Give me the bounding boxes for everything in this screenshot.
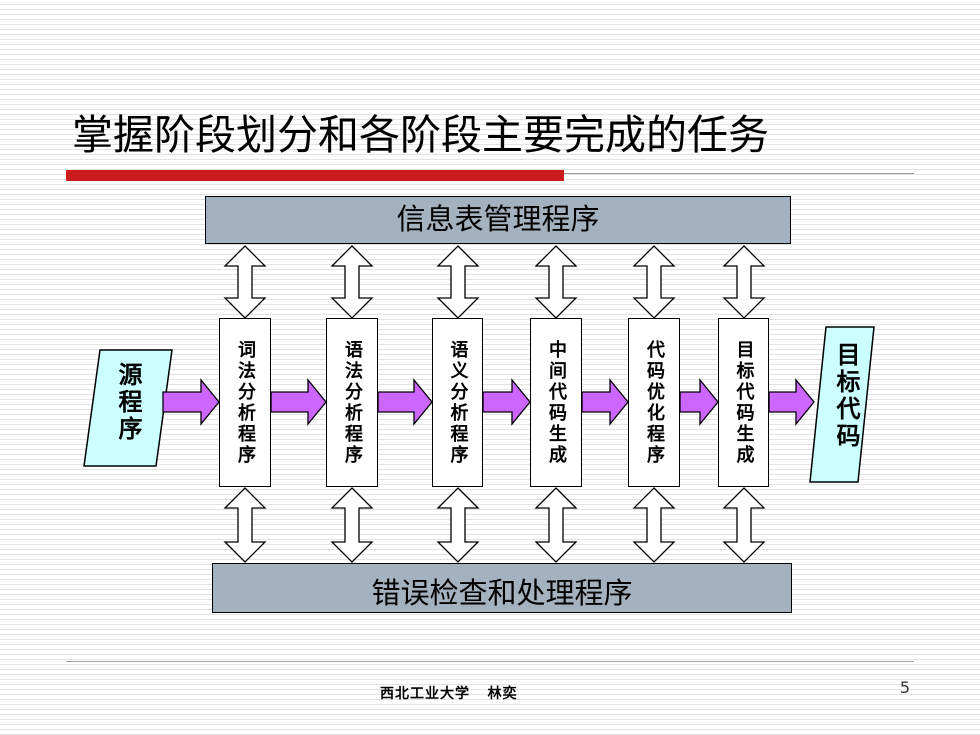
flow-arrows: [162, 378, 815, 426]
bidirectional-arrow: [330, 245, 374, 319]
flow-arrow: [768, 378, 815, 426]
stage-label: 语法分析程序: [342, 339, 363, 466]
bidirectional-arrow: [436, 245, 480, 319]
bidirectional-arrow: [632, 245, 676, 319]
bidirectional-arrow: [534, 487, 578, 563]
stage-optimization: 代码优化程序: [628, 318, 680, 487]
stage-lexical: 词法分析程序: [219, 318, 271, 487]
bidirectional-arrow: [223, 245, 267, 319]
target-code-label: 目标代码: [832, 342, 860, 450]
flow-arrow: [679, 378, 719, 426]
bidirectional-arrow: [722, 245, 766, 319]
bidirectional-arrow: [330, 487, 374, 563]
error-handler-bar: 错误检查和处理程序: [212, 563, 792, 613]
footer-rule: [66, 661, 914, 662]
footer-author: 西北工业大学 林奕: [380, 686, 518, 702]
flow-arrow: [482, 378, 531, 426]
flow-arrow: [162, 378, 220, 426]
stage-syntax: 语法分析程序: [326, 318, 378, 487]
bidirectional-arrow: [722, 487, 766, 563]
source-box: [83, 349, 173, 467]
flow-arrow: [377, 378, 433, 426]
stage-target-code: 目标代码生成: [718, 318, 769, 487]
stage-label: 语义分析程序: [447, 339, 469, 466]
bidirectional-arrows: [223, 245, 766, 563]
bidirectional-arrow: [436, 487, 480, 563]
stage-label: 目标代码生成: [733, 339, 755, 466]
title-underline-accent: [66, 170, 564, 181]
bidirectional-arrow: [534, 245, 578, 319]
symbol-table-manager-bar: 信息表管理程序: [205, 196, 791, 244]
stage-semantic: 语义分析程序: [432, 318, 483, 487]
stage-label: 词法分析程序: [235, 339, 256, 466]
bidirectional-arrow: [223, 487, 267, 563]
slide-title: 掌握阶段划分和各阶段主要完成的任务: [72, 111, 769, 159]
stage-label: 中间代码生成: [546, 339, 567, 466]
bidirectional-arrow: [632, 487, 676, 563]
stage-intermediate-code: 中间代码生成: [530, 318, 582, 487]
stage-label: 代码优化程序: [644, 339, 665, 466]
title-underline-rule: [564, 173, 914, 174]
source-program-label: 源程序: [114, 362, 142, 443]
flow-arrow: [270, 378, 327, 426]
flow-arrow: [581, 378, 629, 426]
page-number: 5: [899, 678, 910, 697]
target-box: [809, 326, 875, 483]
